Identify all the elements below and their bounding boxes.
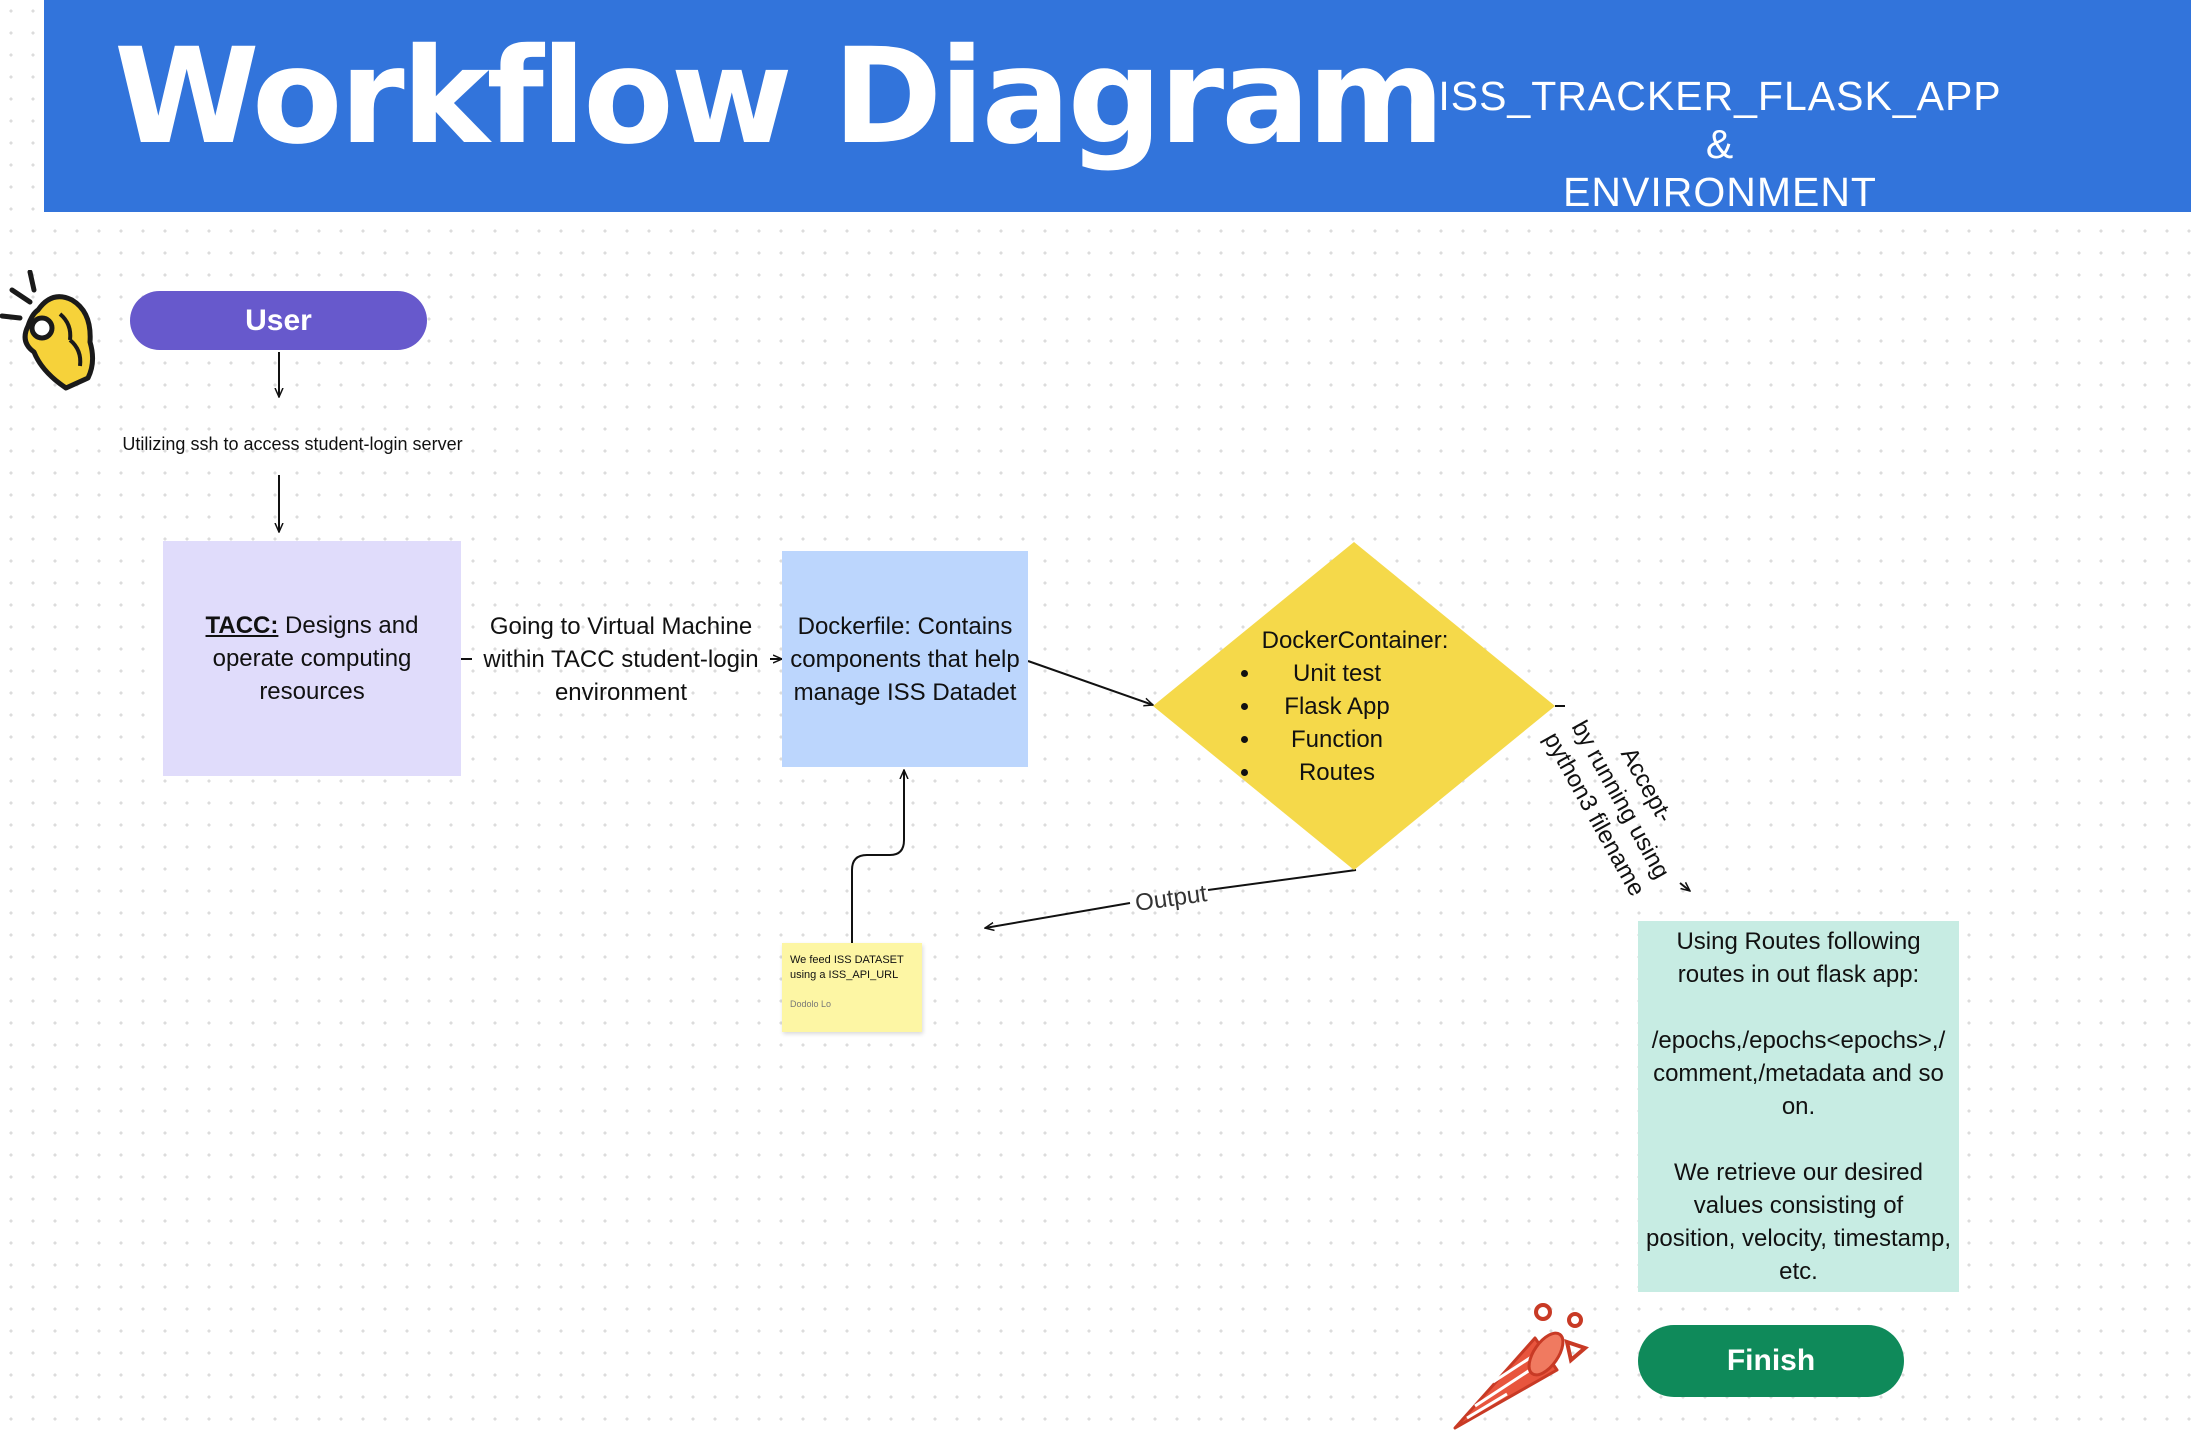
subtitle-line-1: ISS_TRACKER_FLASK_APP & xyxy=(1438,73,2002,167)
sticky-text: We feed ISS DATASET using a ISS_API_URL xyxy=(790,954,904,981)
routes-node[interactable]: Using Routes following routes in out fla… xyxy=(1638,921,1959,1292)
routes-paragraph-3: We retrieve our desired values consistin… xyxy=(1646,1159,1952,1285)
routes-paragraph-1: Using Routes following routes in out fla… xyxy=(1676,928,1921,988)
tacc-node[interactable]: TACC: Designs and operate computing reso… xyxy=(163,541,461,776)
container-item: Flask App xyxy=(1262,690,1470,723)
user-node[interactable]: User xyxy=(130,291,427,350)
dockerfile-to-container-arrow xyxy=(1027,660,1153,705)
dockerfile-node[interactable]: Dockerfile: Contains components that hel… xyxy=(782,551,1028,767)
container-item: Function xyxy=(1262,723,1470,756)
sticky-note[interactable]: We feed ISS DATASET using a ISS_API_URL … xyxy=(782,943,922,1032)
container-item: Routes xyxy=(1262,756,1470,789)
container-item: Unit test xyxy=(1262,657,1470,690)
routes-paragraph-2: /epochs,/epochs<epochs>,/comment,/metada… xyxy=(1651,1027,1946,1120)
ssh-label: Utilizing ssh to access student-login se… xyxy=(122,434,463,454)
subtitle-line-2: ENVIRONMENT xyxy=(1563,169,1877,215)
output-arrow-a xyxy=(1207,869,1357,891)
container-content: DockerContainer: Unit test Flask App Fun… xyxy=(1240,624,1470,789)
page-title: Workflow Diagram xyxy=(114,20,1445,174)
container-title: DockerContainer: xyxy=(1261,627,1449,654)
tacc-text: TACC: Designs and operate computing reso… xyxy=(187,609,437,708)
party-popper-icon xyxy=(1445,1290,1595,1430)
tacc-bold-label: TACC: xyxy=(205,612,279,639)
header-banner xyxy=(44,0,2191,212)
container-diamond[interactable] xyxy=(1153,542,1561,870)
page-subtitle: ISS_TRACKER_FLASK_APP & ENVIRONMENT xyxy=(1420,72,2020,216)
container-to-routes-arrow-b xyxy=(1679,883,1690,891)
tacc-description: Designs and operate computing resources xyxy=(212,612,419,705)
ok-hand-icon xyxy=(0,269,110,400)
routes-text: Using Routes following routes in out fla… xyxy=(1646,925,1951,1288)
finish-node[interactable]: Finish xyxy=(1638,1325,1904,1397)
output-arrow-b xyxy=(985,902,1131,928)
sticky-to-dockerfile-arrow xyxy=(851,770,904,943)
vm-label: Going to Virtual Machine within TACC stu… xyxy=(483,613,759,706)
sticky-author: Dodolo Lo xyxy=(790,999,832,1009)
container-items: Unit test Flask App Function Routes xyxy=(1240,657,1470,789)
